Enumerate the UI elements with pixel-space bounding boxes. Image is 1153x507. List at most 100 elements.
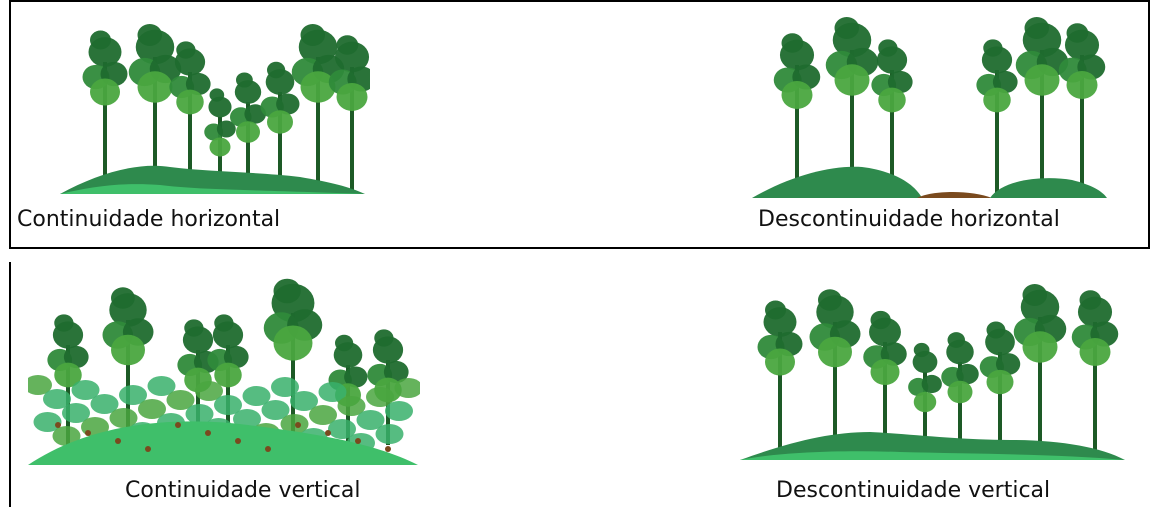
tree-trunk [850,50,854,195]
ground [28,421,418,465]
litter-spot [205,430,211,436]
tree-trunk [998,352,1002,452]
tree-canopy [335,334,354,352]
tree-canopy [1079,290,1102,310]
tree [102,287,154,445]
understory-shrub [166,390,195,410]
tree-trunk [958,362,962,452]
tree-canopy [214,362,242,388]
tree-canopy [1024,16,1049,40]
tree-canopy [992,70,1018,94]
tree [809,289,861,452]
understory-shrub [290,391,318,411]
tree-canopy [54,314,74,332]
tree-canopy [947,332,965,348]
tree [1058,23,1106,195]
tree-canopy [111,287,135,309]
caption-vertical-discontinuity: Descontinuidade vertical [776,478,1051,503]
tree-canopy [983,39,1003,57]
table-border-left [9,0,11,248]
tree [291,23,345,192]
ground-right [990,178,1107,198]
understory-shrub [119,385,147,405]
tree-canopy [781,33,804,53]
tree [773,33,821,195]
tree-canopy [1022,283,1047,307]
tree-canopy [1079,338,1111,366]
tree-canopy [374,329,394,347]
tree-canopy [878,39,898,57]
litter-spot [85,430,91,436]
tree-canopy [111,334,145,366]
litter-spot [175,422,181,428]
tree-trunk [278,92,282,192]
understory-shrub [356,410,385,430]
tree-canopy [63,345,89,369]
understory-shrub [375,424,404,444]
tree-canopy [1022,331,1058,363]
tree-trunk [1040,50,1044,195]
tree-canopy [214,314,234,332]
understory-shrub [138,399,166,419]
tree-canopy [267,61,286,79]
tree-canopy [300,23,325,47]
understory-shrub [62,403,90,423]
forest-illustration-horizontal-continuity [60,23,370,194]
tree [328,35,370,192]
tree-canopy [236,121,260,143]
caption-vertical-continuity: Continuidade vertical [125,478,361,503]
table-row-divider [9,247,1150,249]
understory-shrub [328,419,356,439]
forest-illustration-vertical-discontinuity [740,283,1125,460]
tree-canopy [236,72,253,88]
tree-canopy [54,362,82,388]
caption-horizontal-continuity: Continuidade horizontal [17,207,281,232]
tree-canopy [176,89,204,115]
understory-shrub [147,376,176,396]
understory-shrub [242,386,271,406]
table-border-top [9,0,1150,2]
understory-shrub [233,409,261,429]
understory-shrub [280,414,309,434]
tree-canopy [208,96,232,118]
understory-shrub [318,382,347,402]
tree-canopy [818,289,842,311]
tree [825,16,879,195]
litter-spot [355,438,361,444]
litter-spot [115,438,121,444]
understory-shrub [28,375,52,395]
tree-canopy [765,300,786,320]
tree-trunk [833,322,837,452]
tree-canopy [834,16,859,40]
tree [941,332,979,452]
tree-canopy [300,71,336,103]
understory-shrub [261,400,290,420]
tree-trunk [995,70,999,195]
tree [169,41,211,192]
understory-shrub [52,426,81,446]
litter-spot [325,430,331,436]
understory-shrub [195,381,223,401]
tree-canopy [209,137,231,157]
tree [871,39,913,195]
understory-shrub [271,377,299,397]
tree [976,39,1018,195]
understory-shrub [214,395,242,415]
tree [263,278,323,445]
understory-shrub [71,380,100,400]
tree-canopy [90,78,120,106]
litter-spot [385,446,391,452]
ground-gap [917,192,992,198]
tree [82,30,128,192]
litter-spot [235,438,241,444]
tree-canopy [209,88,225,102]
tree-canopy [986,321,1006,339]
tree-trunk [350,67,354,192]
tree-canopy [983,87,1011,113]
tree-canopy [947,380,973,404]
tree [908,342,942,452]
litter-spot [55,422,61,428]
tree [1013,283,1067,452]
tree-trunk [188,72,192,192]
litter-spot [145,446,151,452]
